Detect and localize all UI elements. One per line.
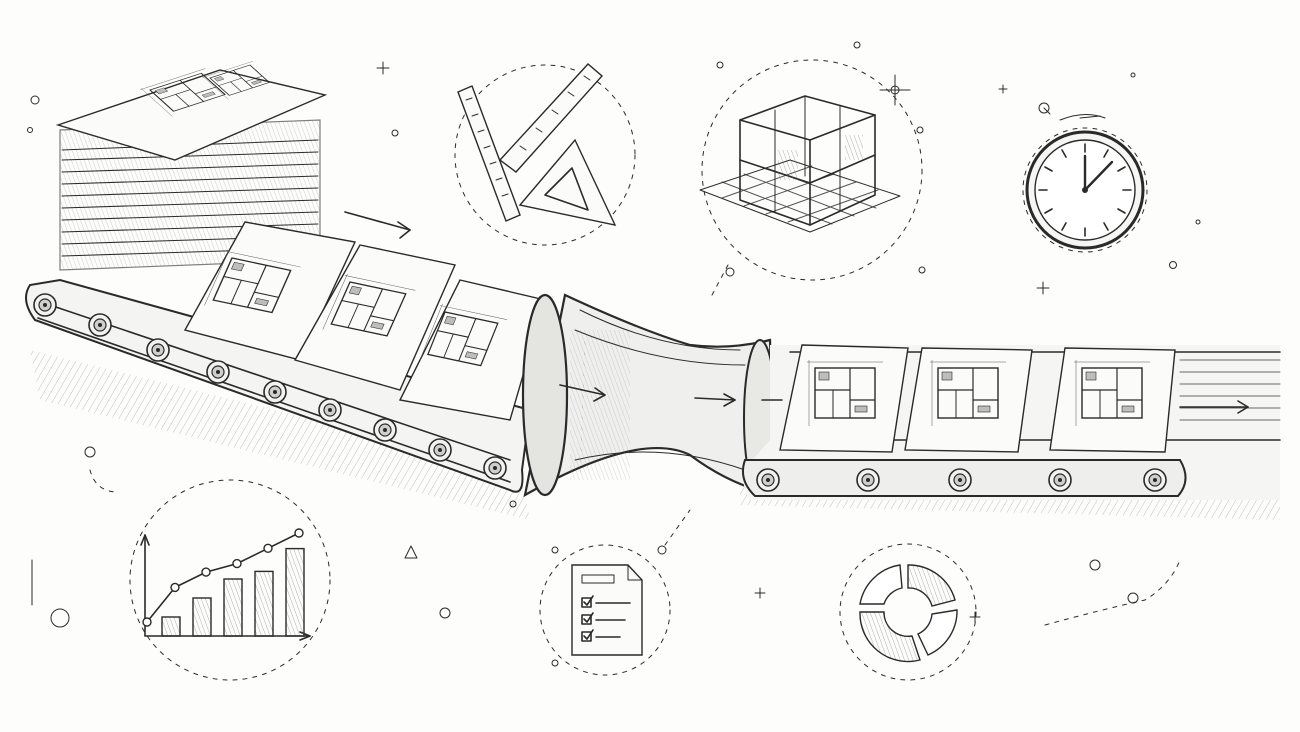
output-page-3 [1049,347,1176,453]
chart-point [142,617,152,627]
decorative-marks [27,41,1201,667]
input-conveyor-belt [25,278,532,493]
ruler-triangle-icon [454,63,636,246]
output-page-2 [904,347,1033,453]
chart-trend-line [146,532,300,623]
clock-icon [1022,114,1148,253]
output-page-1 [779,344,909,453]
chart-bar [192,597,212,637]
chart-bar [254,570,274,637]
bar-line-chart-icon [129,479,331,681]
checklist-document-icon [539,544,671,676]
chart-point [294,528,304,538]
chart-bar [161,616,181,637]
input-page-2 [293,244,456,391]
flow-arrows [344,211,1249,414]
donut-chart-icon [839,543,977,681]
chart-bar [285,547,305,637]
chart-bar [223,578,243,637]
chart-point [170,582,180,593]
chart-point [263,543,273,553]
wireframe-cube-icon [699,59,923,281]
chart-point [232,558,242,569]
input-page-3 [398,279,546,421]
chart-point [201,567,211,577]
funnel-icon [521,293,777,498]
